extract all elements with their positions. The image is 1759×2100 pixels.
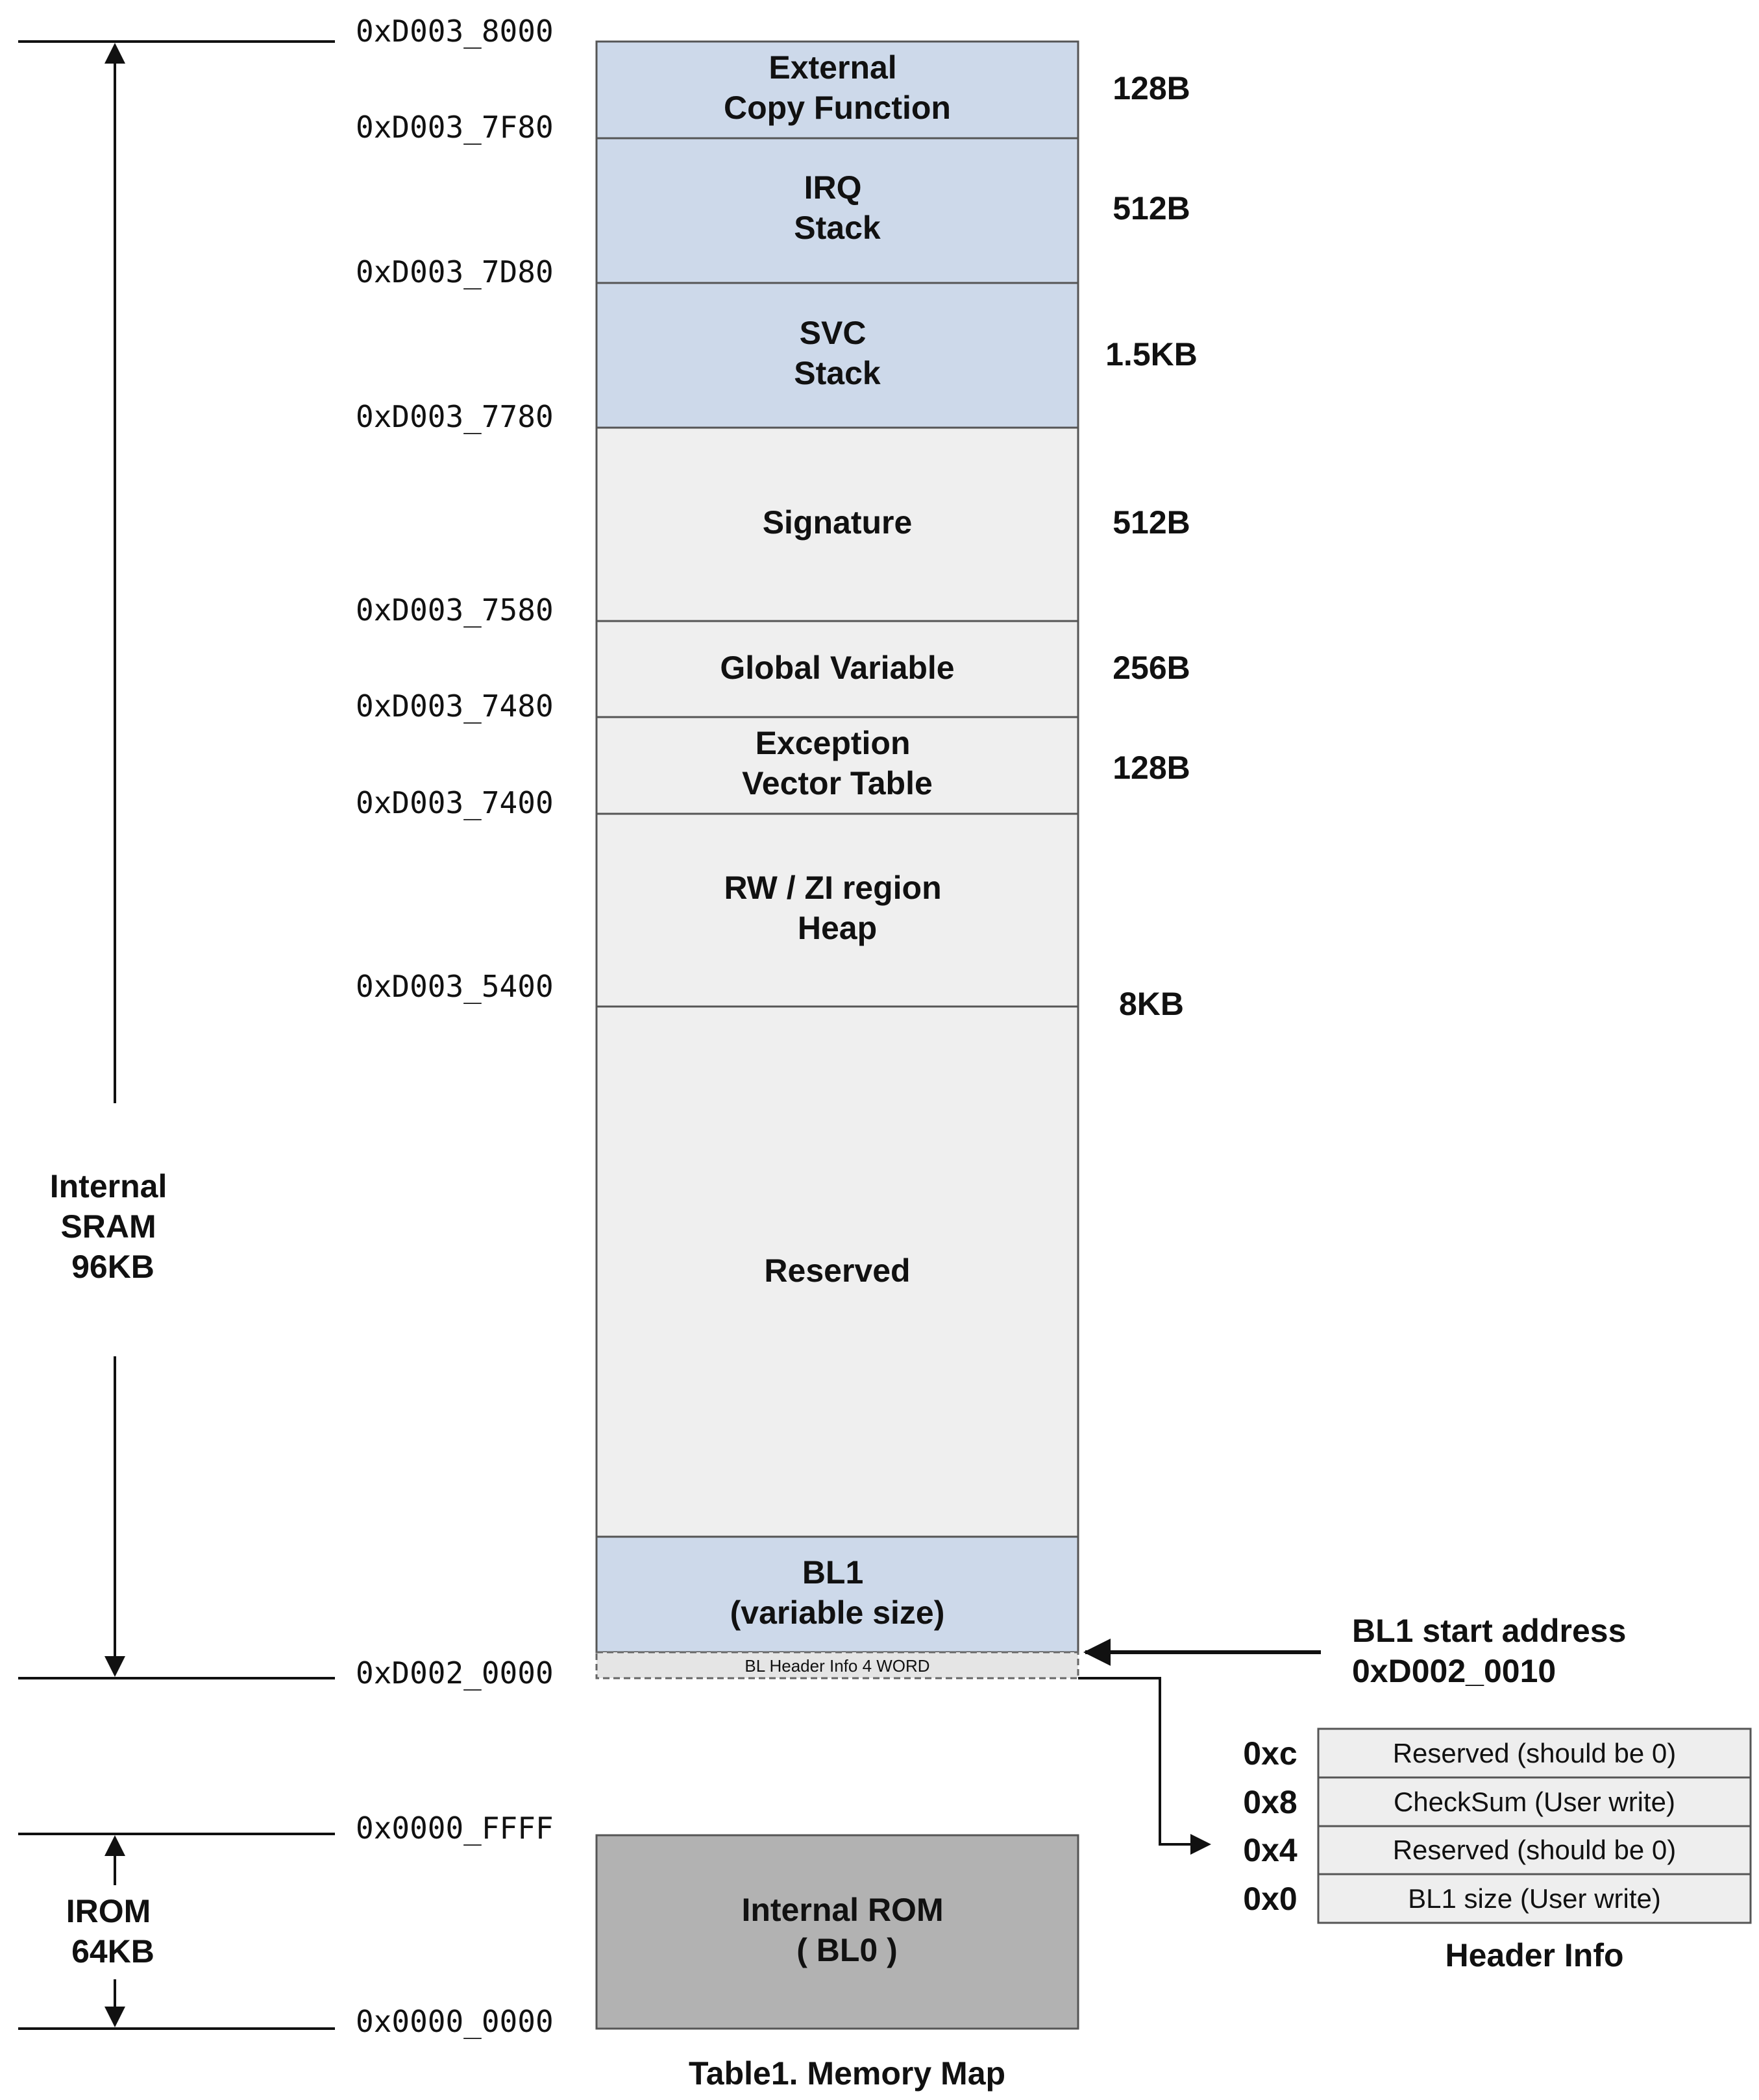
header-info-table: Reserved (should be 0) CheckSum (User wr…: [1243, 1728, 1752, 1973]
header-row-desc: CheckSum (User write): [1394, 1787, 1675, 1817]
bl1-label: BL1 (variable size): [730, 1554, 945, 1631]
block-svc-stack: [595, 282, 1079, 429]
address-labels: 0xD003_8000 0xD003_7F80 0xD003_7D80 0xD0…: [356, 14, 554, 2039]
address-label: 0xD003_8000: [356, 14, 554, 49]
size-label: 512B: [1113, 504, 1190, 541]
address-label: 0xD003_7780: [356, 399, 554, 434]
irom-span-label: IROM 64KB: [66, 1893, 160, 1970]
block-signature: [595, 426, 1079, 622]
size-label: 256B: [1113, 650, 1190, 686]
header-row-desc: Reserved (should be 0): [1393, 1835, 1677, 1865]
memory-column: [595, 40, 1079, 2030]
address-label: 0x0000_FFFF: [356, 1811, 554, 1846]
block-rw-zi: [595, 812, 1079, 1008]
size-labels: 128B 512B 1.5KB 512B 256B 128B 8KB: [1105, 70, 1198, 1022]
address-label: 0xD003_7480: [356, 689, 554, 724]
diagram-caption: Table1. Memory Map: [689, 2055, 1005, 2092]
block-irq-stack: [595, 137, 1079, 284]
bl-header-label: BL Header Info 4 WORD: [744, 1656, 929, 1676]
svc-stack-label: SVC Stack: [794, 315, 881, 391]
address-label: 0xD003_7F80: [356, 110, 554, 145]
rw-zi-label: RW / ZI region Heap: [724, 870, 950, 946]
header-row-offset: 0xc: [1243, 1735, 1297, 1772]
address-label: 0x0000_0000: [356, 2004, 554, 2039]
size-label: 128B: [1113, 750, 1190, 786]
block-global-variable: [595, 620, 1079, 718]
size-label: 1.5KB: [1105, 336, 1198, 372]
header-row-offset: 0x8: [1243, 1784, 1297, 1820]
internal-rom-label: Internal ROM ( BL0 ): [741, 1892, 952, 1968]
header-row-desc: BL1 size (User write): [1408, 1883, 1661, 1914]
header-row-cell: [1317, 1728, 1752, 1779]
block-exception-vector: [595, 716, 1079, 815]
address-label: 0xD003_5400: [356, 969, 554, 1004]
address-label: 0xD003_7400: [356, 785, 554, 820]
exception-vector-label: Exception Vector Table: [742, 725, 933, 801]
address-label: 0xD002_0000: [356, 1655, 554, 1691]
irq-stack-label: IRQ Stack: [794, 169, 881, 246]
external-copy-label: External Copy Function: [724, 49, 951, 126]
bl1-start-label: BL1 start address 0xD002_0010: [1352, 1613, 1635, 1689]
reserved-label: Reserved: [764, 1252, 910, 1289]
global-variable-label: Global Variable: [720, 650, 954, 686]
address-label: 0xD003_7580: [356, 592, 554, 628]
header-row-offset: 0x4: [1243, 1832, 1298, 1868]
header-row-cell: [1317, 1873, 1752, 1924]
size-label: 128B: [1113, 70, 1190, 106]
header-row-offset: 0x0: [1243, 1881, 1297, 1917]
block-labels: External Copy Function IRQ Stack SVC Sta…: [720, 49, 954, 1968]
header-info-title: Header Info: [1445, 1937, 1623, 1973]
block-external-copy: [595, 40, 1079, 140]
header-connector: [1078, 1677, 1211, 1855]
address-label: 0xD003_7D80: [356, 254, 554, 289]
size-label: 512B: [1113, 190, 1190, 226]
block-reserved: [595, 1005, 1079, 1538]
sram-span-label: Internal SRAM 96KB: [50, 1168, 177, 1285]
block-bl-header: [595, 1651, 1079, 1679]
size-label: 8KB: [1119, 986, 1184, 1022]
signature-label: Signature: [763, 504, 913, 541]
block-internal-rom: [595, 1834, 1079, 2030]
header-row-desc: Reserved (should be 0): [1393, 1738, 1677, 1768]
